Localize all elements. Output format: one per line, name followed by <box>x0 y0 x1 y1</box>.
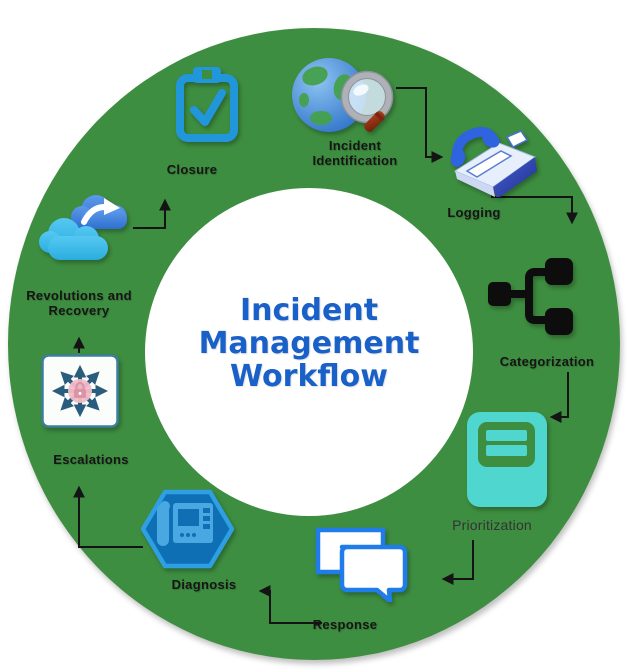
fax-phone-icon <box>450 127 537 197</box>
stage-label-escalations: Escalations <box>53 452 129 467</box>
document-card-icon <box>467 412 547 507</box>
stage-label-diagnosis: Diagnosis <box>171 577 237 592</box>
clipboard-check-icon <box>176 67 238 142</box>
stage-label-closure: Closure <box>166 162 218 177</box>
stage-label-prioritization: Prioritization <box>452 517 532 533</box>
diagram-title: Incident Management Workflow <box>198 293 420 394</box>
intercom-hexagon-icon <box>141 489 234 569</box>
globe-magnifier-icon <box>292 58 394 132</box>
hierarchy-nodes-icon <box>488 258 573 335</box>
stage-label-incident-identification: Incident Identification <box>312 138 398 169</box>
cloud-sync-icon <box>39 195 127 260</box>
radial-arrows-lock-icon <box>41 354 119 428</box>
stage-label-revolutions-recovery: Revolutions and Recovery <box>26 288 132 319</box>
chat-bubbles-icon <box>315 527 408 602</box>
stage-label-response: Response <box>312 617 378 632</box>
ring-inner-circle <box>145 188 473 516</box>
stage-label-logging: Logging <box>447 205 501 220</box>
stage-label-categorization: Categorization <box>499 354 595 369</box>
